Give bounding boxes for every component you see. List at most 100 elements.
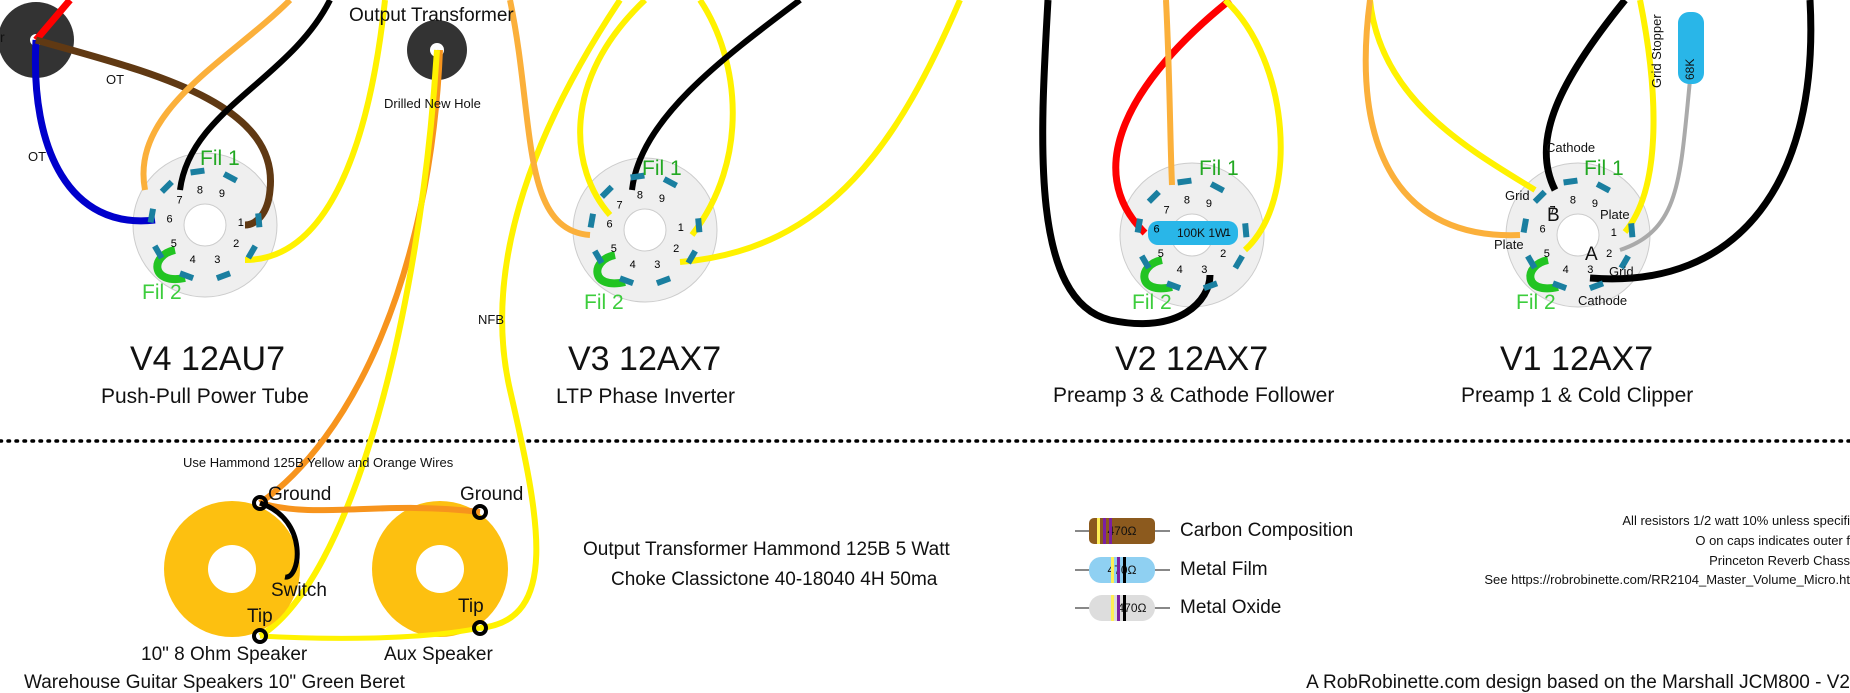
legend-metal-oxide: 470Ω Metal Oxide (1075, 595, 1281, 621)
fil1-v2: Fil 1 (1199, 157, 1239, 180)
pin-number: 6 (1539, 224, 1545, 236)
fil-jumper-v4 (153, 246, 186, 284)
pin-tab (1134, 218, 1143, 234)
spec-line-2: Choke Classictone 40-18040 4H 50ma (611, 569, 938, 590)
drilled-hole-label: Drilled New Hole (384, 96, 481, 111)
resistor-68k (1678, 12, 1704, 84)
wire-yellow-v2 (1222, 0, 1284, 253)
pin-number: 3 (1201, 264, 1207, 276)
wire-light-orange-v4 (140, 0, 293, 191)
pin-tab (1563, 177, 1578, 186)
wire-label-ot-1: OT (106, 72, 125, 87)
wire-ot-yellow (258, 49, 440, 639)
pin-number: 1 (238, 217, 244, 229)
resistor-100k-label: 100K 1W (1177, 226, 1227, 240)
wire-yellow-v3c (679, 0, 963, 265)
note-line-1: All resistors 1/2 watt 10% unless specif… (1622, 513, 1850, 528)
pin-tab (215, 270, 232, 281)
socket-v1 (1505, 162, 1651, 308)
grid-stopper-label: Grid Stopper (1649, 14, 1664, 88)
pin-number: 8 (197, 184, 203, 196)
pin-number: 4 (630, 259, 636, 271)
pin-number: 2 (233, 238, 239, 250)
pin-tab (1525, 254, 1538, 270)
pin-number: 3 (1587, 264, 1593, 276)
pin-number: 9 (1592, 198, 1598, 210)
pin-tab (222, 171, 238, 184)
pin-number: 5 (1158, 248, 1164, 260)
wire-yellow-v3a (577, 0, 648, 217)
pin-tab (1628, 223, 1636, 238)
pin-number: 1 (678, 222, 684, 234)
legend-carbon: 470Ω Carbon Composition (1075, 518, 1353, 544)
tube-subtitle-v4: Push-Pull Power Tube (101, 385, 309, 408)
pin-tab (152, 244, 165, 260)
pin-number: 2 (673, 243, 679, 255)
wire-ot-orange (258, 49, 443, 506)
spec-line-1: Output Transformer Hammond 125B 5 Watt (583, 539, 950, 560)
pin-number: 6 (166, 214, 172, 226)
wire-orange-v3 (507, 0, 591, 238)
jack-left-switch: Switch (271, 580, 327, 601)
pin-tab (1532, 189, 1547, 204)
fil-jumper-v2 (1140, 256, 1173, 293)
wire-grey-grid-stopper (1619, 79, 1692, 252)
fil2-v4: Fil 2 (142, 281, 182, 304)
tube-title-v1: V1 12AX7 (1500, 340, 1654, 378)
pin-tab (587, 213, 596, 229)
pin-tab (1177, 177, 1192, 186)
pin-tab (599, 184, 614, 199)
jack-main-speaker (164, 501, 300, 637)
carbon-resistor-icon: 470Ω (1075, 518, 1170, 544)
jack-right-name: Aux Speaker (384, 644, 493, 665)
pin-tab (1139, 254, 1152, 270)
pin-number: 8 (637, 189, 643, 201)
fil2-v2: Fil 2 (1132, 291, 1172, 314)
pin-tab (1232, 254, 1245, 270)
v1-triode-a: A (1585, 244, 1598, 265)
resistor-100k (1148, 221, 1238, 245)
pin-tab (1165, 280, 1182, 291)
pin-number: 7 (1163, 205, 1169, 217)
wire-ground-orange (259, 500, 481, 515)
fil2-v1: Fil 2 (1516, 291, 1556, 314)
wire-yellow-v1b (1622, 0, 1657, 234)
wire-tip-yellow (259, 625, 481, 641)
tube-subtitle-v3: LTP Phase Inverter (556, 385, 735, 408)
pin-number: 9 (659, 193, 665, 205)
socket-v3 (572, 157, 718, 303)
legend-metal-film: 470Ω Metal Film (1075, 557, 1268, 583)
wire-orange-v2 (1163, 0, 1175, 186)
wire-black-v4 (177, 0, 333, 191)
pin-number: 3 (214, 254, 220, 266)
hammond-note: Use Hammond 125B Yellow and Orange Wires (183, 455, 454, 470)
fil-jumper-v1 (1526, 256, 1559, 293)
legend-label-metal-film: Metal Film (1180, 559, 1268, 580)
jack-aux-speaker (372, 501, 508, 637)
tube-title-v4: V4 12AU7 (130, 340, 285, 378)
v1-cathode-top: Cathode (1546, 140, 1596, 155)
pin-number: 8 (1570, 194, 1576, 206)
pin-number: 9 (219, 188, 225, 200)
pin-tab (1618, 254, 1631, 270)
jack-right-ground: Ground (460, 484, 524, 505)
wire-black-v2 (1039, 0, 1214, 328)
tube-title-v3: V3 12AX7 (568, 340, 722, 378)
jack-left-ground: Ground (268, 484, 332, 505)
wire-label-nfb: NFB (478, 312, 504, 327)
resistor-68k-label: 68K (1683, 58, 1697, 80)
pin-tab (1242, 223, 1250, 238)
pin-number: 5 (611, 243, 617, 255)
wire-nfb-yellow (479, 0, 623, 631)
jack-left-name: 10" 8 Ohm Speaker (141, 644, 308, 665)
wire-black-v1a (1542, 0, 1628, 192)
v1-grid-right: Grid (1609, 264, 1634, 279)
wire-switch-black (259, 500, 300, 580)
note-line-2: O on caps indicates outer f (1695, 533, 1850, 548)
pin-tab (178, 270, 195, 281)
socket-v4 (132, 152, 278, 298)
pin-number: 3 (654, 259, 660, 271)
wire-red-v2 (1112, 0, 1233, 236)
pin-tab (1595, 181, 1611, 194)
